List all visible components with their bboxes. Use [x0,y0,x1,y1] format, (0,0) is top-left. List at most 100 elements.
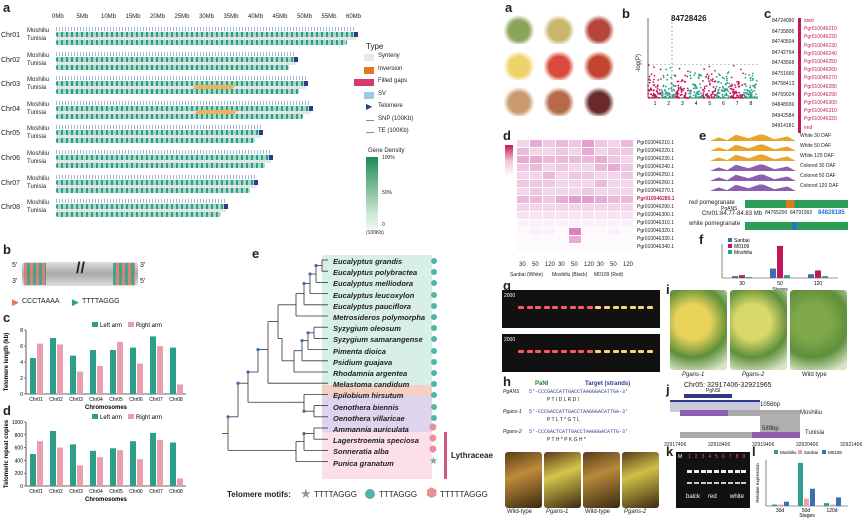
snp-point [743,94,746,97]
panel-rl-label: l [752,444,756,459]
gel-band [700,470,706,473]
plant-caption: Pgans-2 [742,372,765,378]
heatmap-cell [517,204,529,211]
species-name: Psidium guajava [333,357,393,367]
day-label: 30 [519,262,526,268]
snp-point [656,85,659,88]
snp-point [711,91,714,94]
chromosome-name: Chr08 [1,204,21,212]
plant-caption: Pgans-1 [682,372,705,378]
heatmap-cell [595,140,607,147]
snp-point [652,84,655,87]
snp-point [703,85,706,88]
snp-point [706,95,709,98]
category-label: Chr02 [49,397,63,403]
telomere-marker [304,81,308,87]
snp-point [653,74,656,77]
bootstrap-node [308,272,312,276]
white-pomegranate-label: white pomegranate [689,221,741,227]
heatmap-cell [569,228,581,235]
heatmap-group-labels: Sanbai (White)Moshiliu (Black)M0109 (Red… [510,272,640,282]
legend-item: Synteny [378,53,400,59]
species-name: Eucalyptus pauciflora [333,301,411,311]
gel-band [638,350,645,353]
synteny-band [56,184,256,188]
snp-point [666,74,669,76]
lythraceae-bracket [444,432,447,479]
snp-point [702,80,704,82]
panel-rk-label: k [666,444,674,459]
species-name: Lagerstroemia speciosa [333,436,419,446]
snp-point [726,89,728,91]
tunisia-chromosome [56,138,255,144]
heatmap-cell [543,180,555,187]
heatmap-gene: Pgr010046270.1 [637,188,674,194]
heatmap-cell [517,220,529,227]
leaf-photos [505,452,660,508]
snp-point [670,76,673,79]
snp-point [717,88,720,91]
snp-point [729,92,732,95]
legend-label: Right arm [136,323,162,329]
snp-point [648,96,650,99]
gene-id: Pgr010046260 [804,67,837,74]
snp-point [721,93,724,96]
star-icon: ★ [300,486,312,501]
expression-bar [808,274,814,278]
snp-point [688,96,691,99]
heatmap-cell [530,156,542,163]
gene-id: Pgr010046240 [804,50,837,57]
gene-id: Pgr010046310 [804,108,837,115]
coverage-track [710,143,796,151]
snp-track [56,150,271,154]
amino-acid-sequence: P T L T * G T L [547,417,580,423]
chromosome-tick: 3 [681,101,684,107]
telomere-marker [254,179,258,185]
species-name: Punica granatum [333,458,394,468]
snp-point [718,73,720,76]
snp-point [700,94,703,97]
locus-position: 84740504 [772,39,795,45]
heatmap-cell [517,196,529,203]
heatmap-cell [621,244,633,251]
red-haplotype-bar [745,200,848,208]
heatmap-cell [569,188,581,195]
len1-label: 1056bp [760,402,781,408]
snp-point [714,90,716,93]
snp-point [688,92,691,95]
gel-band [734,470,740,473]
heatmap-cell [608,164,620,171]
snp-point [676,92,679,95]
heatmap-cell [556,244,568,251]
gel-band [604,350,610,353]
expression-bar [836,497,841,506]
heatmap-cell [582,172,594,179]
heatmap-cell [517,228,529,235]
snp-point [705,75,708,78]
snp-point [676,89,679,92]
heatmap-cell [621,212,633,219]
gel-band [543,306,550,309]
legend-line-icon [366,132,374,133]
chromosome-name: Chr04 [1,105,21,113]
snp-point [686,87,689,90]
scale-tick: 15Mb [125,14,141,20]
category-label: Chr07 [149,489,163,495]
heatmap-cell [517,140,529,147]
heatmap-cell [530,148,542,155]
circle-motif-icon [431,347,437,354]
snp-point [674,95,677,97]
stage-tick: 120 [814,281,823,287]
bar-right-arm [157,439,163,486]
panel-c-label: c [3,310,11,325]
heatmap-cell [608,244,620,251]
snp-point [754,84,757,87]
y-axis-title: Telomere length (kb) [4,333,10,392]
gel-band [586,350,593,353]
leaf-caption: Pgans-1 [546,509,569,515]
break-mark: // [76,260,85,277]
locus-position: 84735806 [772,28,795,35]
